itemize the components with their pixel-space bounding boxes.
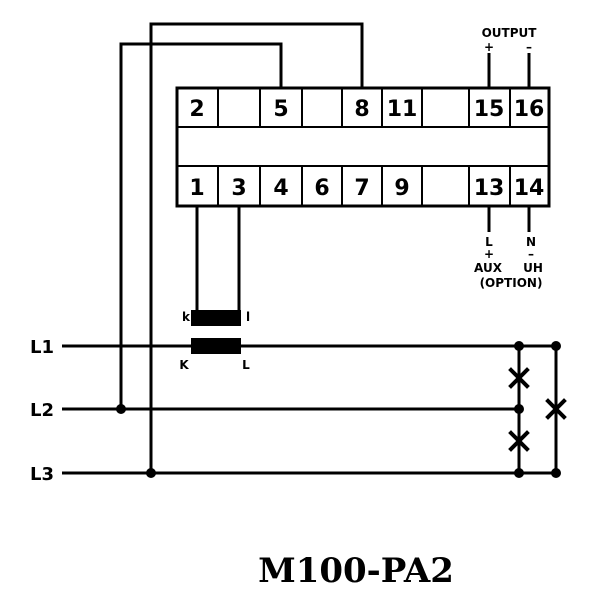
terminal-7: 7: [354, 176, 369, 201]
ct-secondary-winding: [191, 310, 241, 326]
output-label: OUTPUT: [482, 26, 538, 40]
aux-minus-sign: –: [528, 247, 534, 261]
ct-l-label: l: [246, 310, 250, 324]
cross-l2-l3: [508, 430, 530, 452]
aux-label: AUX: [474, 261, 503, 275]
ct-k-label: k: [182, 310, 191, 324]
aux-l-label: L: [485, 235, 493, 249]
terminal-13: 13: [474, 176, 505, 201]
bottom-cell-dividers: [217, 166, 511, 206]
aux-n-label: N: [526, 235, 536, 249]
terminal-2: 2: [189, 97, 204, 122]
cross-l1-l2: [508, 367, 530, 389]
aux-plus-sign: +: [484, 247, 494, 261]
terminal-9: 9: [394, 176, 409, 201]
model-title: M100-PA2: [258, 551, 454, 591]
phase-label-l1: L1: [30, 337, 54, 358]
terminal-8: 8: [354, 97, 369, 122]
option-label: (OPTION): [480, 276, 543, 290]
terminal-11: 11: [387, 97, 418, 122]
uh-label: UH: [523, 261, 543, 275]
terminal-4: 4: [273, 176, 288, 201]
output-minus-sign: –: [526, 40, 532, 54]
junction-dots: [116, 341, 561, 478]
terminal-15: 15: [474, 97, 505, 122]
cross-l1-l3: [545, 398, 567, 420]
top-cell-dividers: [217, 88, 511, 127]
ct-K-label: K: [179, 358, 189, 372]
terminal-5: 5: [273, 97, 288, 122]
terminal-3: 3: [231, 176, 246, 201]
terminal-1: 1: [189, 176, 204, 201]
wire-terminal-8-to-l3: [149, 22, 364, 473]
wire-terminal-5-to-l2: [119, 42, 283, 409]
phase-label-l3: L3: [30, 464, 54, 485]
terminal-16: 16: [514, 97, 545, 122]
phase-label-l2: L2: [30, 400, 54, 421]
terminal-14: 14: [514, 176, 545, 201]
terminal-6: 6: [314, 176, 329, 201]
ct-L-label: L: [242, 358, 250, 372]
output-plus-sign: +: [484, 40, 494, 54]
